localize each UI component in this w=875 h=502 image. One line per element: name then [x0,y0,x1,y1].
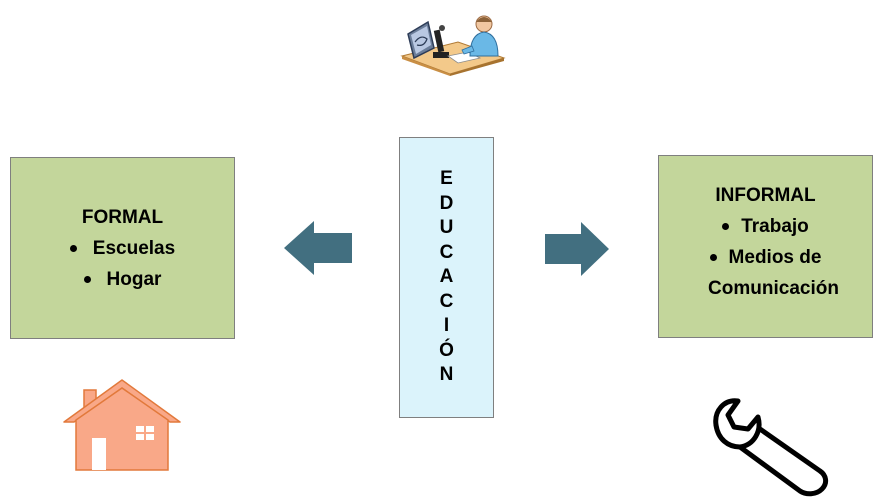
formal-title: FORMAL [81,206,164,228]
informal-item-label: Trabajo [741,215,809,237]
computer-workstation-icon [400,15,506,76]
formal-item-label: Hogar [106,268,162,290]
house-icon [63,379,181,471]
informal-title: INFORMAL [715,184,816,206]
formal-education-box: FORMAL Escuelas Hogar [10,157,235,339]
informal-item-label: Comunicación [708,277,839,299]
informal-item-label: Medios de [728,246,822,268]
bullet-icon [83,275,91,283]
informal-item-medios: Medios de [709,242,822,273]
educacion-letter: C [439,241,454,263]
educacion-vertical-box: E D U C A C I Ó N [399,137,494,418]
wrench-icon [713,398,829,497]
educacion-letter: Ó [439,339,454,361]
educacion-letter: D [439,192,454,214]
informal-item-trabajo: Trabajo [722,211,809,242]
educacion-letter: N [439,364,454,386]
formal-item-label: Escuelas [92,237,176,259]
arrow-right-icon [545,222,609,276]
educacion-letter: A [439,266,454,288]
formal-item-escuelas: Escuelas [69,233,176,264]
educacion-letter: C [439,290,454,312]
bullet-icon [69,244,77,252]
educacion-letter: U [439,217,454,239]
bullet-icon [709,253,717,261]
bullet-icon [722,222,730,230]
educacion-letter: I [443,315,450,337]
informal-item-medios-continuation: Comunicación [708,273,839,304]
informal-education-box: INFORMAL Trabajo Medios de Comunicación [658,155,873,338]
arrow-left-icon [284,221,352,275]
educacion-letter: E [440,168,453,190]
formal-item-hogar: Hogar [83,264,162,295]
